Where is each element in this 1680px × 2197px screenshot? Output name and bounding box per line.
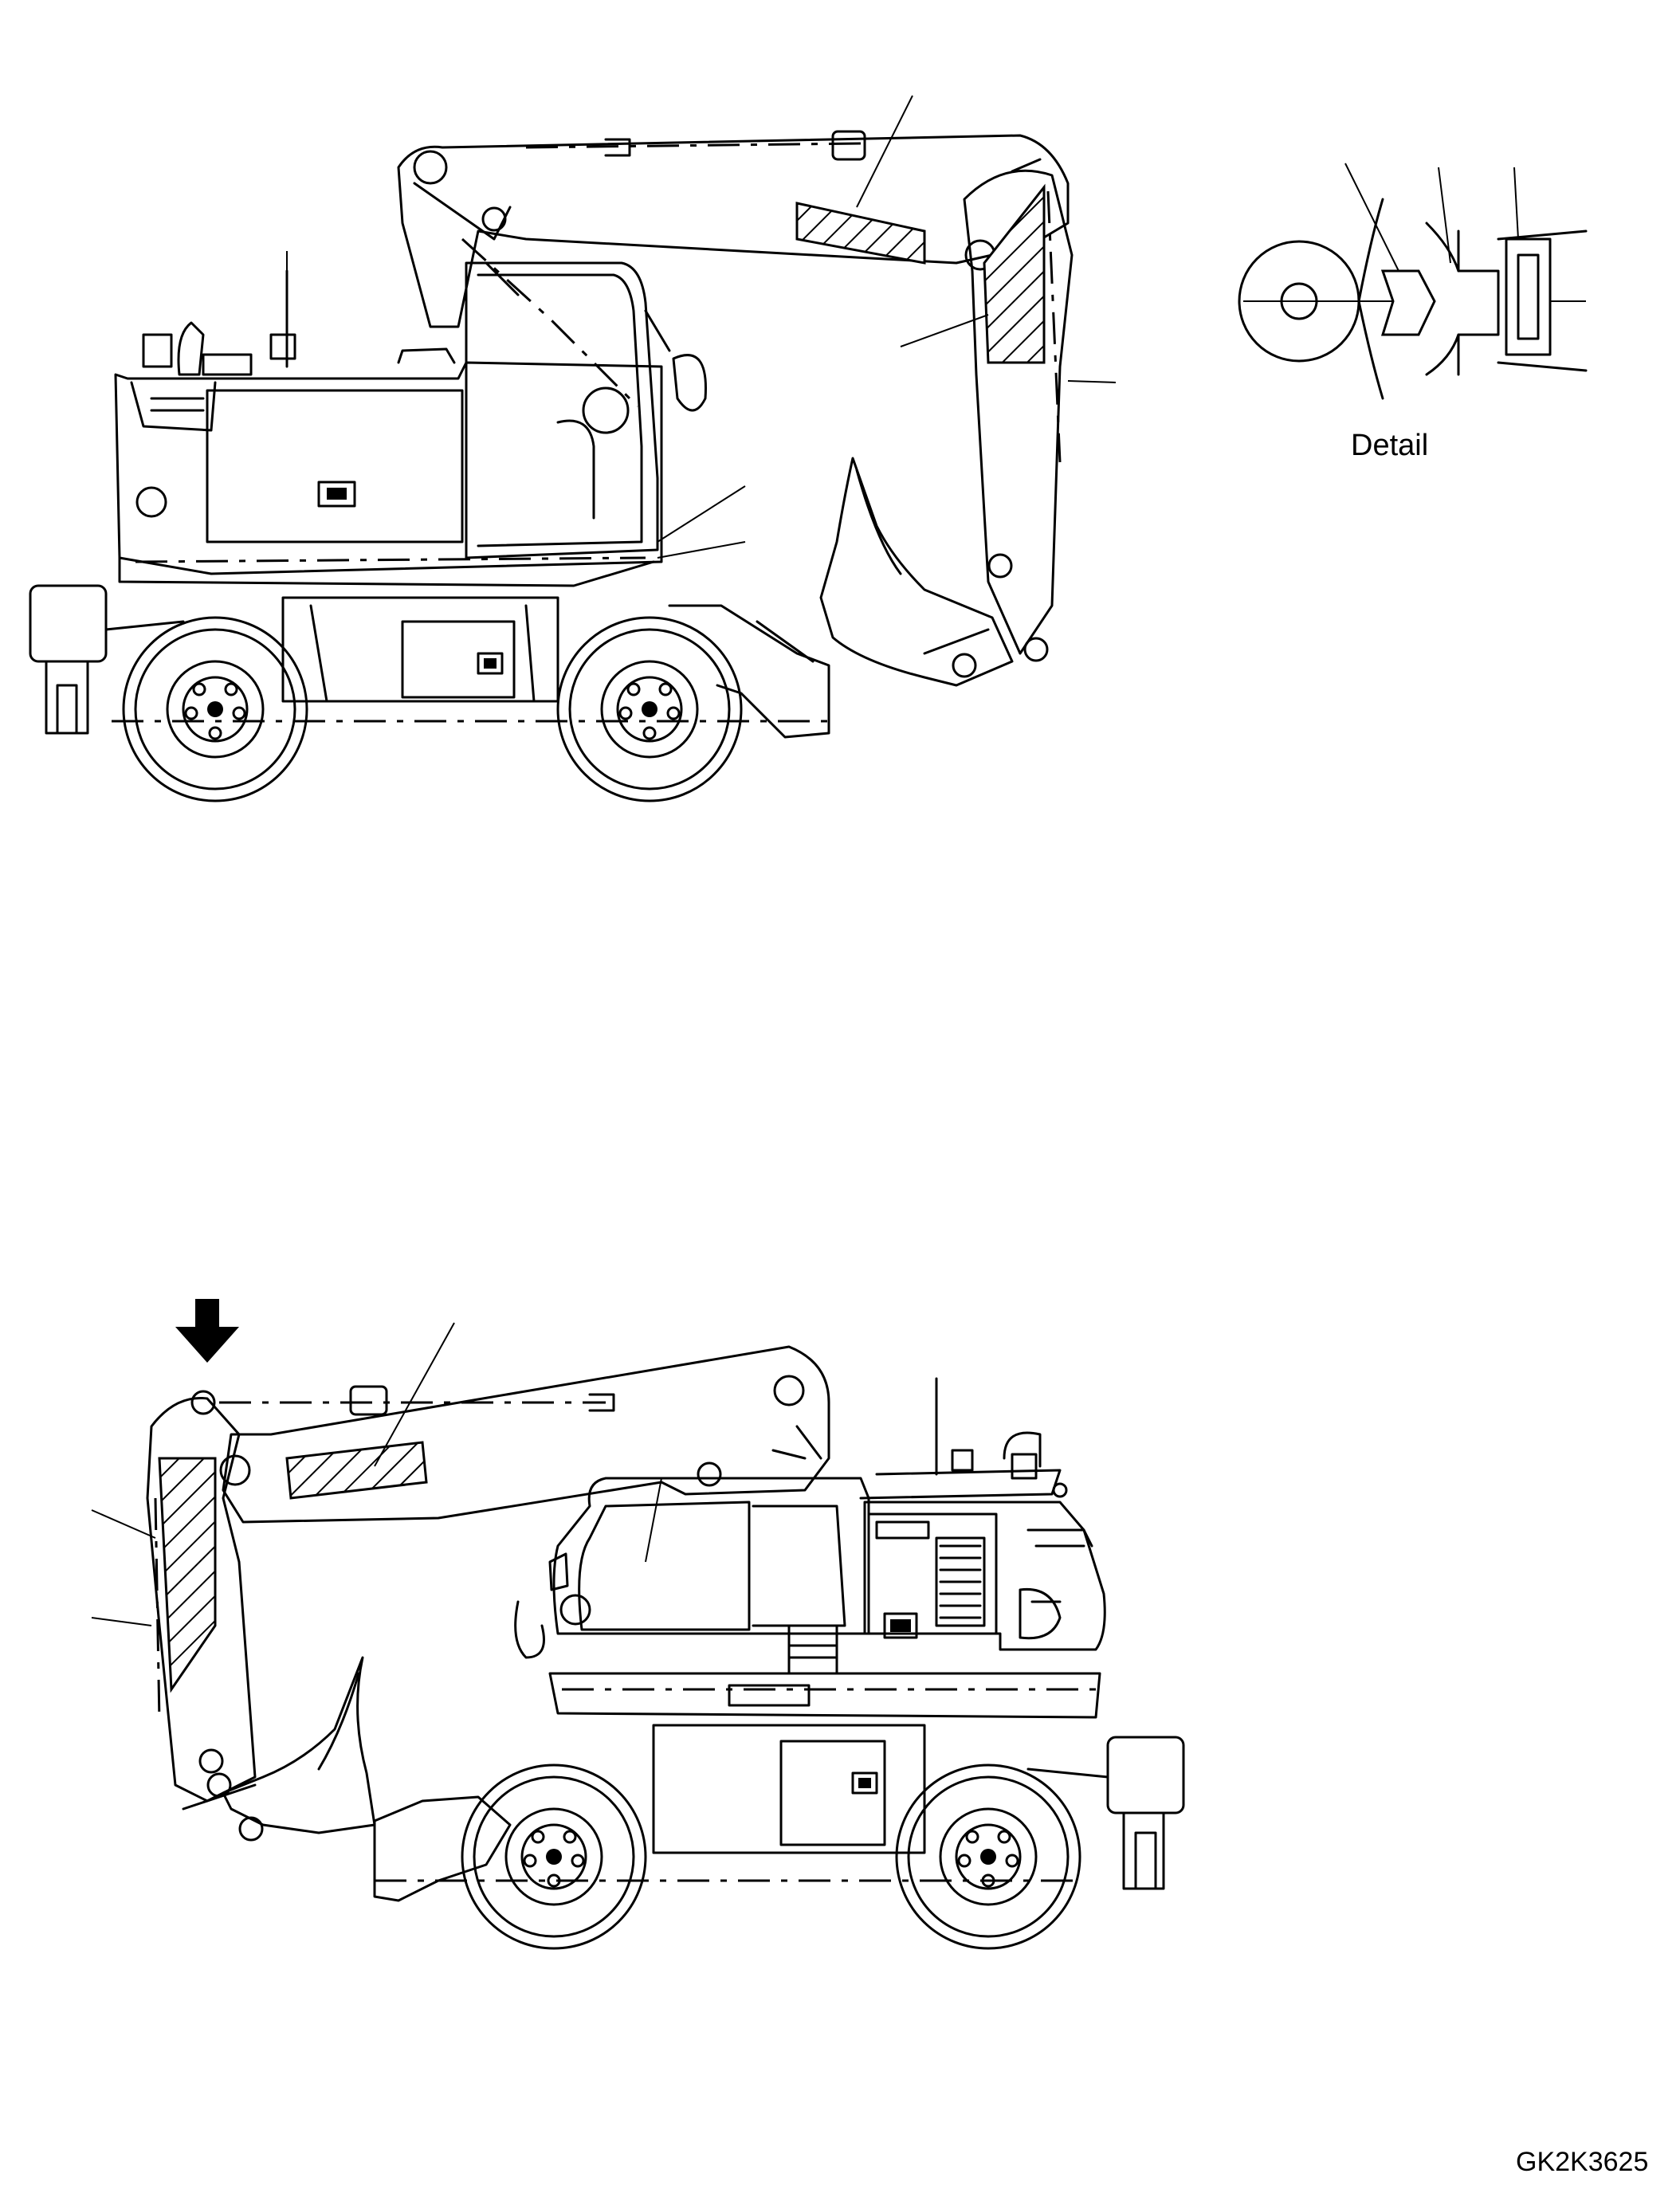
view-direction-arrow-icon (175, 1299, 239, 1363)
drawing-code: GK2K3625 (1516, 2147, 1649, 2177)
front-wheel (556, 616, 743, 802)
front-wheel-2 (461, 1763, 647, 1950)
detail-label: Detail (1351, 429, 1429, 462)
rear-wheel (122, 616, 308, 802)
boom-hatch-decal-2 (285, 1441, 428, 1500)
excavator-right-side-view (29, 95, 1117, 802)
arm-hatch-decal (983, 183, 1046, 364)
detail-view (1238, 163, 1588, 400)
rear-wheel-2 (895, 1763, 1081, 1950)
detail-decal (1380, 269, 1436, 336)
excavator-left-side-view (91, 1299, 1185, 1950)
arm-hatch-decal-2 (158, 1457, 217, 1693)
boom-hatch-decal (795, 202, 926, 265)
